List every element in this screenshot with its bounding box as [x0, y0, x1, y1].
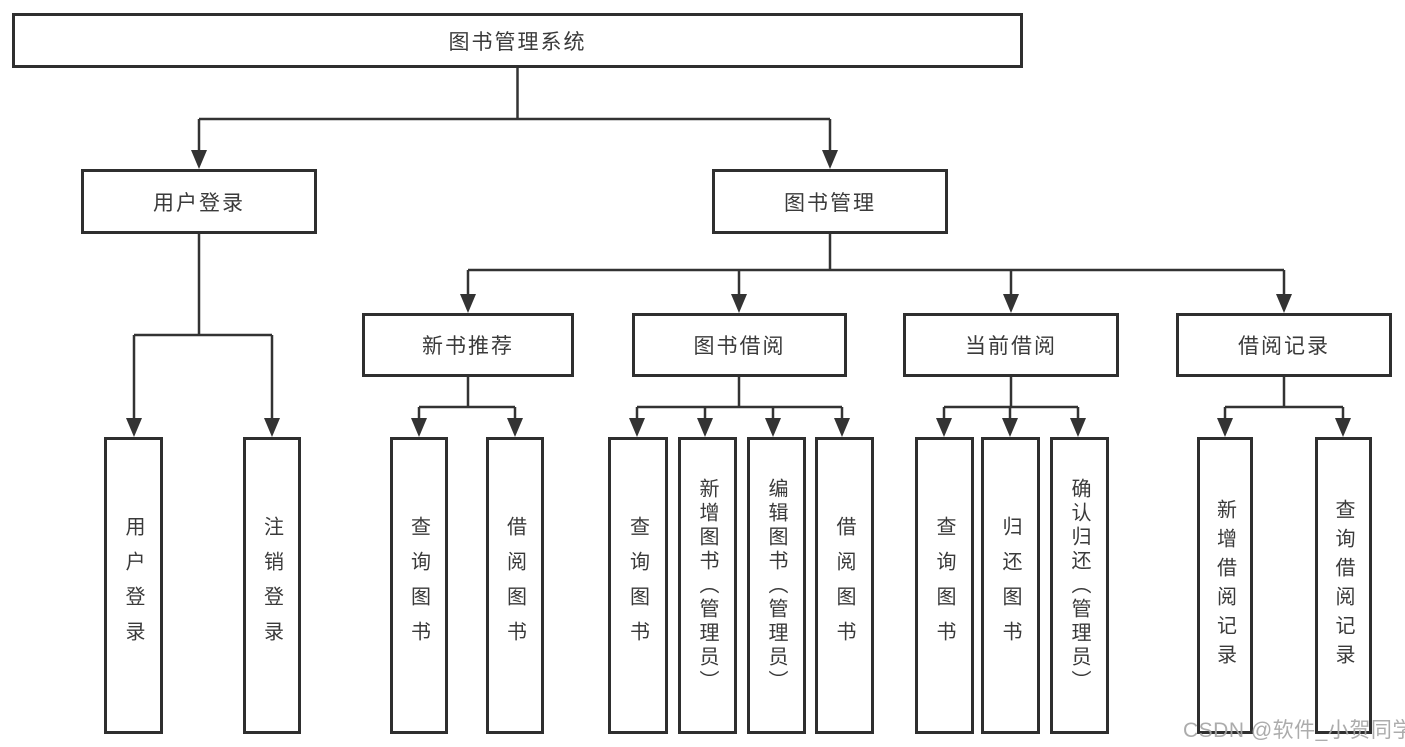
leaf-query-borrow-record: 查询借阅记录 [1315, 437, 1372, 734]
leaf-return-books: 归还图书 [981, 437, 1040, 734]
node-borrow-record: 借阅记录 [1176, 313, 1392, 377]
leaf-query-books-recommend: 查询图书 [390, 437, 448, 734]
node-user-login-branch: 用户登录 [81, 169, 317, 234]
leaf-add-borrow-record: 新增借阅记录 [1197, 437, 1253, 734]
leaf-edit-books-admin: 编辑图书（管理员） [747, 437, 806, 734]
leaf-borrow-books-recommend: 借阅图书 [486, 437, 544, 734]
node-new-book-recommend: 新书推荐 [362, 313, 574, 377]
leaf-add-books-admin: 新增图书（管理员） [678, 437, 737, 734]
leaf-confirm-return-admin: 确认归还（管理员） [1050, 437, 1109, 734]
watermark: CSDN @软件_小贺同学 [1183, 719, 1405, 742]
arrowheads [126, 150, 1351, 437]
node-book-management: 图书管理 [712, 169, 948, 234]
leaf-borrow-books: 借阅图书 [815, 437, 874, 734]
leaf-query-books-borrow: 查询图书 [608, 437, 668, 734]
connector-segments [132, 68, 1345, 420]
node-current-borrow: 当前借阅 [903, 313, 1119, 377]
leaf-query-books-current: 查询图书 [915, 437, 974, 734]
leaf-logout: 注销登录 [243, 437, 301, 734]
leaf-user-login: 用户登录 [104, 437, 163, 734]
node-library-management-system: 图书管理系统 [12, 13, 1023, 68]
node-book-borrow: 图书借阅 [632, 313, 847, 377]
